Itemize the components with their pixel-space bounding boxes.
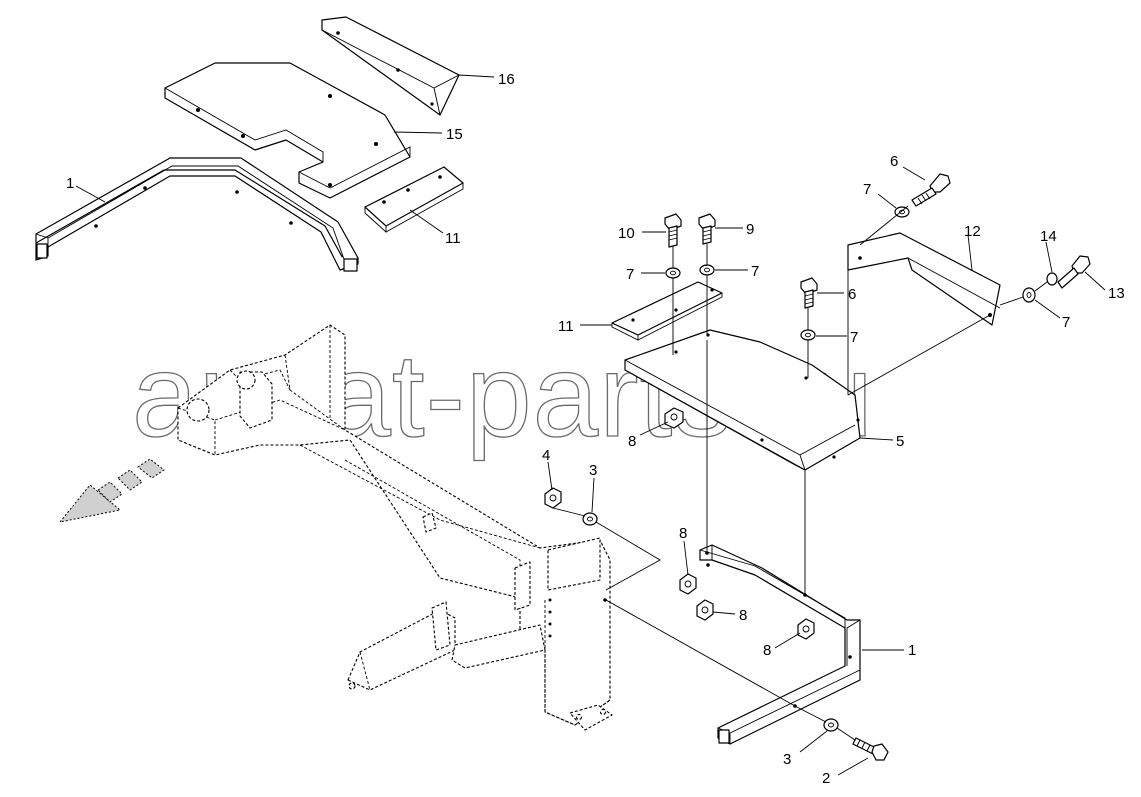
callout-3-upper: 3 xyxy=(589,462,597,479)
part-5-main-plate xyxy=(624,329,861,471)
callout-8-lower-right: 8 xyxy=(763,642,771,659)
callout-1-bottom: 1 xyxy=(908,642,916,659)
washer-3-lower xyxy=(823,718,839,732)
callout-12: 12 xyxy=(964,223,981,240)
callout-7-left: 7 xyxy=(626,266,634,283)
part-11-plate-mid xyxy=(611,281,723,341)
bolt-2 xyxy=(852,737,889,761)
callout-7-mid: 7 xyxy=(751,263,759,280)
callout-8-lower-left: 8 xyxy=(679,525,687,542)
washer-7-c xyxy=(800,329,816,341)
bolt-6-mid xyxy=(800,277,818,309)
callout-7-far-right: 7 xyxy=(1062,314,1070,331)
washer-7-b xyxy=(699,264,715,276)
bolt-6-right xyxy=(911,173,951,207)
callout-6-mid: 6 xyxy=(848,286,856,303)
part-15-cover-plate xyxy=(164,62,411,199)
assembly-lines xyxy=(552,205,1048,741)
callout-2: 2 xyxy=(822,770,830,787)
part-11-plate-top xyxy=(364,166,464,234)
washer-7-e xyxy=(1022,287,1036,303)
callout-15: 15 xyxy=(446,126,463,143)
part-1-tube-frame-bottom xyxy=(699,544,861,745)
callout-1-top: 1 xyxy=(66,175,74,192)
machine-frame-background xyxy=(177,324,613,731)
bolt-10 xyxy=(664,213,682,248)
nut-8-lower-mid xyxy=(696,599,714,621)
nut-4 xyxy=(544,487,562,509)
callout-7-right: 7 xyxy=(863,181,871,198)
callout-10: 10 xyxy=(618,225,635,242)
callout-11-mid: 11 xyxy=(558,318,574,335)
callout-labels: 1 15 16 11 6 7 12 14 13 7 10 9 7 7 6 7 1… xyxy=(66,71,1125,787)
direction-arrow xyxy=(58,458,165,523)
leader-lines xyxy=(75,74,1106,776)
callout-7-mid2: 7 xyxy=(850,329,858,346)
part-16-deflector xyxy=(321,16,460,116)
washer-14 xyxy=(1046,272,1058,286)
callout-11-top: 11 xyxy=(445,230,461,247)
washer-7-d xyxy=(894,206,910,218)
nut-8-lower-right xyxy=(797,618,815,640)
callout-13: 13 xyxy=(1108,285,1125,302)
bolt-13 xyxy=(1057,255,1091,289)
callout-5: 5 xyxy=(896,433,904,450)
washer-7-a xyxy=(665,267,681,279)
callout-14: 14 xyxy=(1040,228,1057,245)
bolt-9 xyxy=(698,213,716,245)
callout-8-upper: 8 xyxy=(628,433,636,450)
callout-16: 16 xyxy=(498,71,515,88)
nut-8-upper xyxy=(664,407,684,429)
part-12-bracket xyxy=(847,232,1001,326)
callout-9: 9 xyxy=(746,221,754,238)
nut-8-lower-left xyxy=(679,573,697,595)
washer-3-upper xyxy=(582,512,598,526)
callout-4: 4 xyxy=(542,447,550,464)
callout-3-bottom: 3 xyxy=(783,751,791,768)
callout-8-lower-mid: 8 xyxy=(739,607,747,624)
callout-6-right: 6 xyxy=(890,153,898,170)
part-1-tube-frame-top xyxy=(35,157,359,272)
